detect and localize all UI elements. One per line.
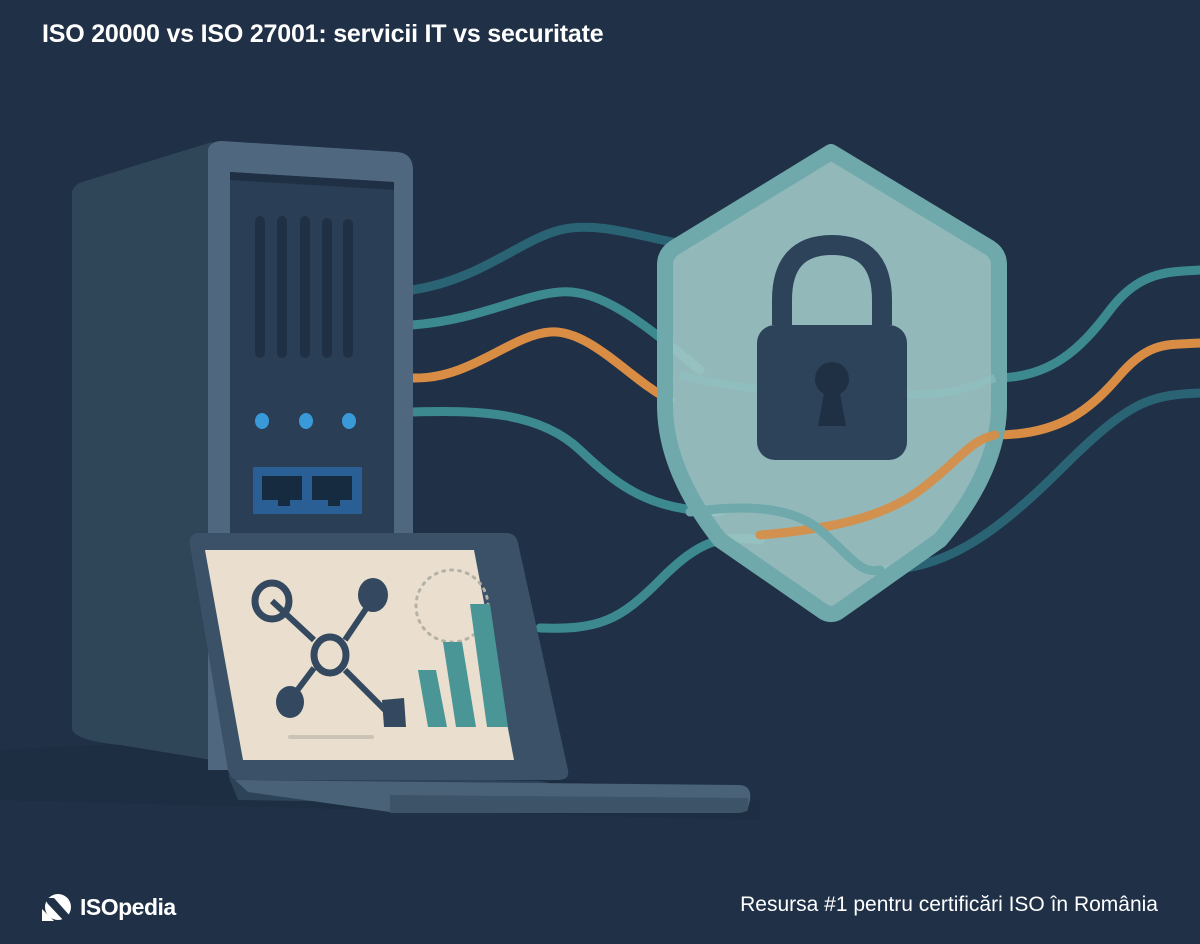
laptop [189,533,751,813]
isopedia-logo-icon [42,894,71,921]
page-title: ISO 20000 vs ISO 27001: servicii IT vs s… [42,20,604,48]
ethernet-port-icons [253,467,362,514]
padlock-icon [757,234,907,460]
tagline: Resursa #1 pentru certificări ISO în Rom… [740,893,1158,916]
laptop-screen [205,550,514,760]
network-cables [407,222,1200,633]
brand-logo[interactable]: ISOpedia [42,892,176,922]
vent-slots [255,216,353,358]
bar-chart-icon [414,568,508,727]
brand-name: ISOpedia [80,893,176,920]
status-led-icons [255,413,356,429]
